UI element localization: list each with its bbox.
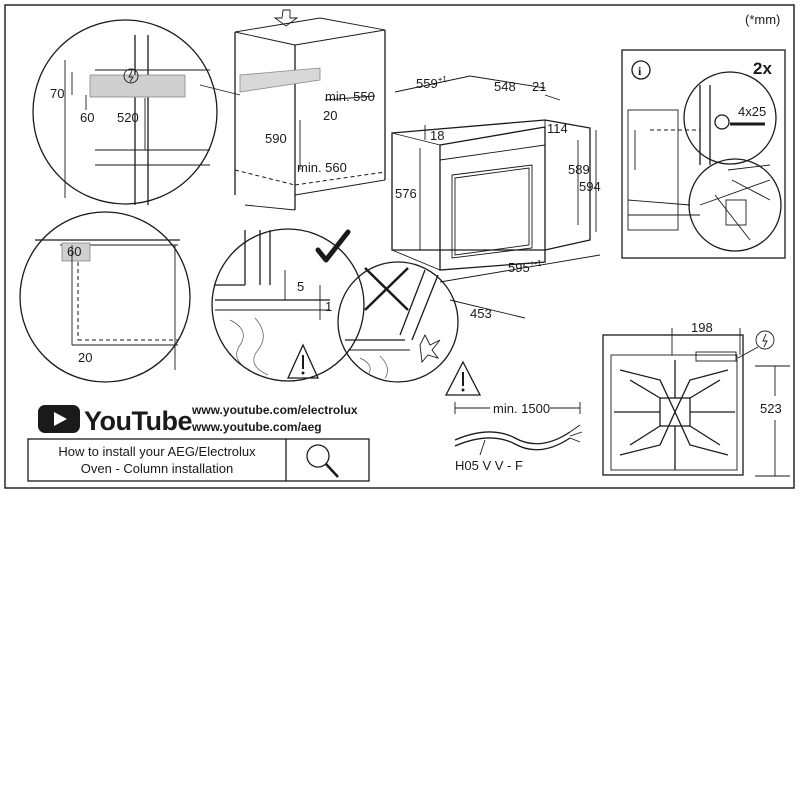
info-icon (631, 60, 651, 80)
dim-114: 114 (547, 121, 568, 136)
multiplier-2x: 2x (753, 59, 772, 78)
dim-60-b: 60 (67, 244, 81, 259)
dim-590: 590 (265, 131, 287, 146)
dim-min-560: min. 560 (297, 160, 347, 175)
dim-198: 198 (691, 320, 713, 335)
dim-548: 548 (494, 79, 516, 94)
gap-detail-correct (211, 228, 365, 382)
dim-595: 595+-1 (508, 259, 542, 275)
info-panel: i (621, 49, 786, 259)
play-icon (54, 412, 67, 426)
dim-520: 520 (117, 110, 139, 125)
svg-text:i: i (638, 64, 642, 78)
ventilation-area (61, 242, 91, 262)
youtube-logo (38, 405, 80, 433)
dim-60: 60 (80, 110, 94, 125)
collision-icon (419, 333, 441, 364)
checkmark-icon (315, 229, 351, 263)
video-caption-box[interactable] (27, 438, 370, 482)
gap-detail-wrong (337, 261, 459, 383)
unit-note: (*mm) (745, 12, 780, 27)
dim-21: 21 (532, 79, 546, 94)
electric-warning-icon (755, 330, 775, 350)
dim-453: 453 (470, 306, 492, 321)
youtube-brand: YouTube (84, 406, 192, 436)
electric-warning-icon (123, 68, 139, 84)
cable-drawing (444, 360, 583, 456)
cabinet-niche (234, 9, 386, 211)
screw-washer-icon (714, 114, 730, 130)
oven-drawing (391, 75, 601, 319)
dim-18: 18 (430, 128, 444, 143)
ventilation-area (239, 67, 321, 93)
screw-size: 4x25 (738, 104, 766, 119)
dim-559-sup: +1 (438, 75, 448, 84)
dim-1: 1 (325, 299, 332, 314)
dim-589: 589 (568, 162, 590, 177)
dim-5: 5 (297, 279, 304, 294)
arrow-up-icon (273, 9, 299, 27)
url-electrolux[interactable]: www.youtube.com/electrolux (191, 403, 358, 417)
dim-min-1500: min. 1500 (493, 401, 550, 416)
caption-line-1: How to install your AEG/Electrolux (58, 444, 256, 459)
dim-595-value: 595 (508, 260, 530, 275)
dim-576: 576 (395, 186, 417, 201)
dim-min-550: min. 550 (325, 89, 375, 104)
caption-line-2: Oven - Column installation (81, 461, 233, 476)
warning-triangle-icon (286, 343, 320, 379)
cable-type: H05 V V - F (455, 458, 523, 473)
dim-559-value: 559 (416, 76, 438, 91)
bracket-icon (725, 199, 747, 226)
dim-70: 70 (50, 86, 64, 101)
dim-523: 523 (760, 401, 782, 416)
dim-20-cab: 20 (323, 108, 337, 123)
search-icon (306, 444, 330, 468)
warning-triangle-icon (444, 360, 482, 396)
dim-594: 594 (579, 179, 601, 194)
dim-595-sup: +-1 (530, 259, 542, 268)
dim-559: 559+1 (416, 75, 447, 91)
dim-20-b: 20 (78, 350, 92, 365)
url-aeg[interactable]: www.youtube.com/aeg (191, 420, 322, 434)
detail-circle-top (32, 19, 218, 205)
rear-view-drawing (602, 328, 790, 477)
detail-circle-bottom (19, 211, 191, 383)
